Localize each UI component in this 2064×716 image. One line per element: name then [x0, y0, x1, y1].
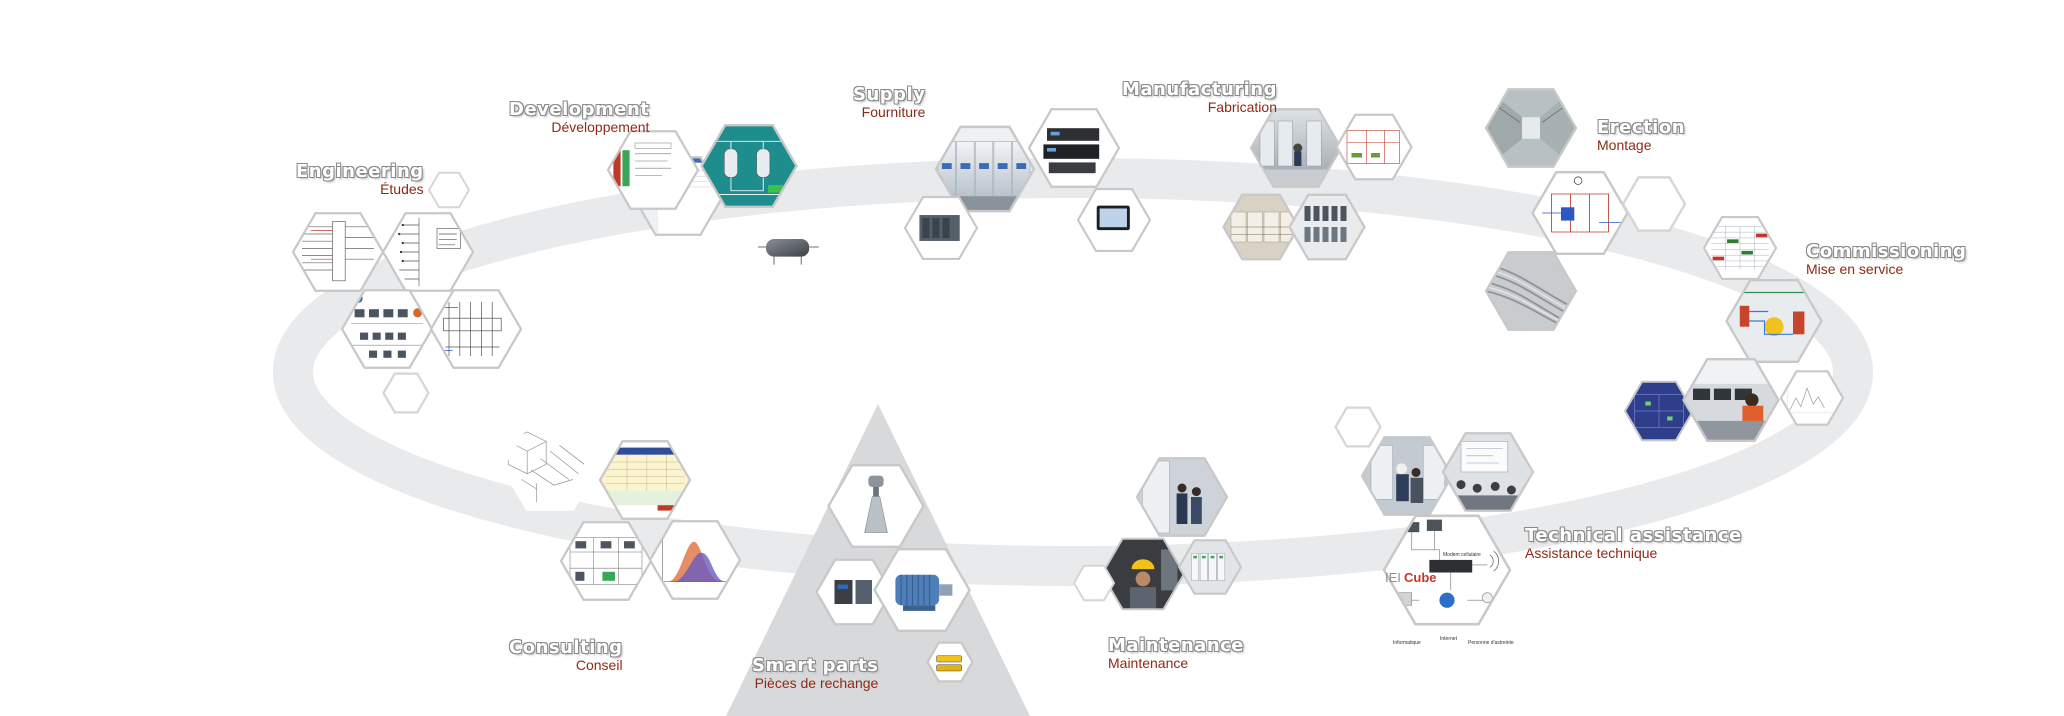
phase-label-erection: Erection Montage: [1597, 117, 1686, 153]
wiring-diagram-image: [291, 212, 385, 292]
phase-subtitle-engineering: Études: [380, 180, 424, 197]
remote-access-diagram: [1382, 514, 1512, 626]
phase-title-technical-assistance: Technical assistance: [1525, 525, 1742, 546]
fuse-parts-image: [926, 641, 974, 683]
maintenance-hexes: [1072, 457, 1243, 611]
touch-panel-image: [1076, 187, 1152, 253]
radar-transmitter-image: [827, 463, 925, 549]
outline-hex: [427, 171, 471, 209]
phase-title-supply: Supply: [853, 84, 926, 105]
phase-label-maintenance: Maintenance Maintenance: [1108, 635, 1245, 671]
rack-devices-image: [1027, 108, 1121, 188]
cable-tray-corridor-image: [1484, 88, 1578, 168]
histogram-chart-image: [648, 520, 742, 600]
phase-subtitle-maintenance: Maintenance: [1108, 654, 1189, 671]
phase-title-consulting: Consulting: [509, 637, 623, 658]
maintenance-crew-image: [1135, 457, 1229, 537]
phase-label-smart-parts: Smart parts Pièces de rechange: [752, 655, 879, 691]
plc-module-image: [903, 195, 979, 261]
terminal-diagram-image: [381, 212, 475, 292]
phase-label-supply: Supply Fourniture: [853, 84, 926, 120]
supply-hexes: [903, 108, 1152, 261]
phase-subtitle-erection: Montage: [1597, 136, 1652, 153]
io-modules-image: [1177, 539, 1243, 595]
phase-title-smart-parts: Smart parts: [752, 655, 879, 676]
control-screen-image: [1623, 380, 1695, 442]
workshop-image: [1249, 108, 1343, 188]
assembly-image: [1222, 193, 1300, 261]
electric-motor-image: [873, 547, 971, 633]
phase-subtitle-supply: Fourniture: [861, 103, 926, 120]
internet-caption: Internet: [1440, 636, 1458, 642]
phase-title-development: Development: [509, 99, 650, 120]
phase-title-erection: Erection: [1597, 117, 1686, 138]
phase-subtitle-smart-parts: Pièces de rechange: [754, 674, 879, 691]
manufacturing-hexes: [1222, 108, 1413, 261]
phase-label-engineering: Engineering Études: [296, 161, 424, 197]
cable-bundle-image: [1484, 251, 1578, 331]
data-table-image: [1702, 215, 1778, 281]
phase-subtitle-development: Développement: [551, 118, 650, 135]
vessel-image: [750, 212, 830, 282]
phase-label-manufacturing: Manufacturing Fabrication: [1122, 79, 1277, 115]
cost-table-image: [598, 440, 692, 520]
outline-hex: [1334, 406, 1382, 448]
phase-subtitle-manufacturing: Fabrication: [1207, 98, 1277, 115]
on-call-caption: Personne d'astreinte: [1468, 640, 1514, 646]
outline-hex: [1621, 176, 1687, 232]
phase-title-maintenance: Maintenance: [1108, 635, 1245, 656]
alarm-list-image: [606, 130, 700, 210]
phase-label-commissioning: Commissioning Mise en service: [1806, 241, 1967, 277]
training-room-image: [1441, 432, 1535, 512]
engineering-hexes: [291, 171, 523, 414]
phase-label-development: Development Développement: [509, 99, 650, 135]
phase-subtitle-consulting: Conseil: [575, 656, 623, 673]
technical-assistance-hexes: [1334, 406, 1535, 626]
commissioning-hexes: [1623, 215, 1845, 443]
ieicube-brand-left: IEI: [1385, 570, 1401, 585]
smart-parts-triangle: [726, 404, 1030, 716]
outline-hex: [1072, 564, 1116, 602]
phase-label-consulting: Consulting Conseil: [509, 637, 623, 673]
modem-label: Modem cellulaire: [1443, 552, 1481, 558]
panel-layout-image: [1335, 113, 1413, 181]
hmi-synoptic-image: [1725, 278, 1823, 364]
technician-helmet-image: [1100, 537, 1186, 611]
process-synoptic-image: [700, 123, 798, 209]
architecture-diagram-image: [559, 521, 653, 601]
informatique-caption: Informatique: [1393, 640, 1421, 646]
network-topology-image: [340, 289, 434, 369]
trend-chart-image: [1779, 370, 1845, 426]
phase-subtitle-commissioning: Mise en service: [1806, 260, 1904, 277]
erection-hexes: [1484, 88, 1687, 331]
cabinet-interior-image: [1288, 193, 1366, 261]
smart-parts-hexes: [815, 463, 974, 683]
installation-drawing-image: [1531, 170, 1629, 256]
ieicube-brand-right: Cube: [1404, 570, 1437, 585]
phase-title-engineering: Engineering: [296, 161, 424, 182]
outline-hex: [382, 372, 430, 414]
field-technicians-image: [1360, 436, 1454, 516]
control-room-image: [1682, 357, 1780, 443]
phase-title-manufacturing: Manufacturing: [1122, 79, 1277, 100]
phase-title-commissioning: Commissioning: [1806, 241, 1967, 262]
phase-subtitle-technical-assistance: Assistance technique: [1525, 544, 1658, 561]
phase-label-technical-assistance: Technical assistance Assistance techniqu…: [1525, 525, 1742, 561]
electrical-schematic-image: [429, 289, 523, 369]
